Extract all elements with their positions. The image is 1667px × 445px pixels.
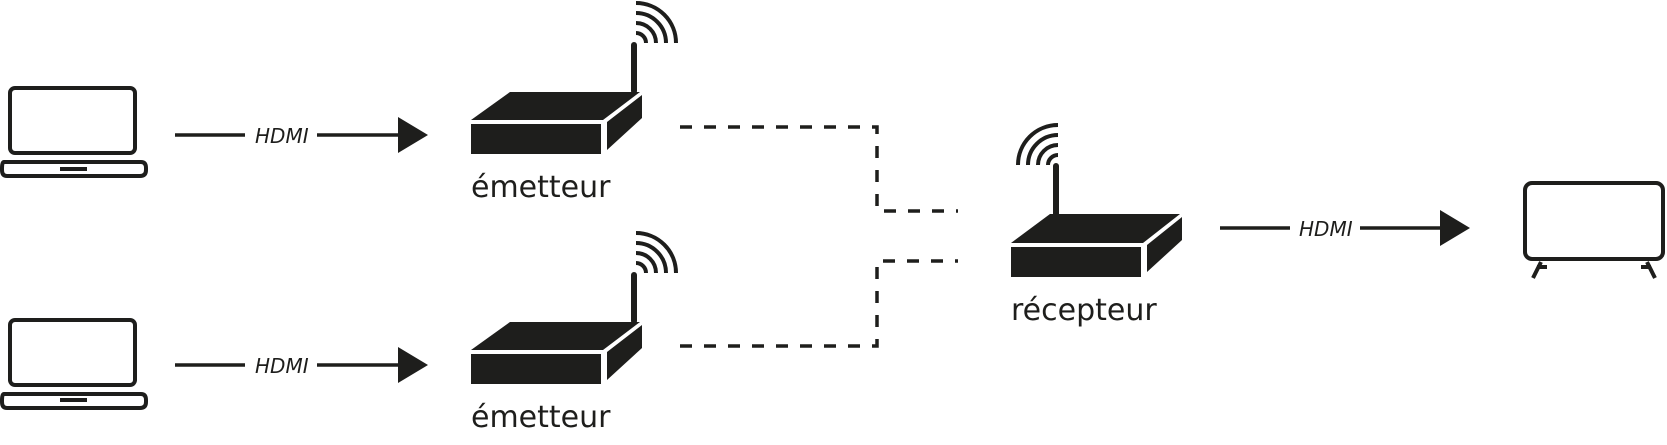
transmitter-top-icon <box>471 1 678 154</box>
wireless-link-bottom <box>680 259 958 348</box>
arrow-head-icon <box>398 347 428 383</box>
hdmi-label-right: HDMI <box>1299 217 1353 241</box>
receiver-icon <box>1011 123 1182 277</box>
wireless-link-top <box>680 125 958 213</box>
tv-icon <box>1523 181 1665 279</box>
arrow-head-icon <box>398 117 428 153</box>
laptop-bottom-icon <box>0 318 148 410</box>
arrow-head-icon <box>1440 210 1470 246</box>
transmitter-bottom-icon <box>471 231 678 384</box>
hdmi-cable-top: HDMI <box>175 117 428 153</box>
hdmi-label-top: HDMI <box>255 124 309 148</box>
hdmi-cable-bottom: HDMI <box>175 347 428 383</box>
receiver-label: récepteur <box>1011 293 1157 328</box>
hdmi-cable-right: HDMI <box>1220 210 1470 246</box>
laptop-top-icon <box>0 86 148 178</box>
hdmi-label-bottom: HDMI <box>255 354 309 378</box>
transmitter-top-label: émetteur <box>471 170 611 205</box>
transmitter-bottom-label: émetteur <box>471 400 611 435</box>
